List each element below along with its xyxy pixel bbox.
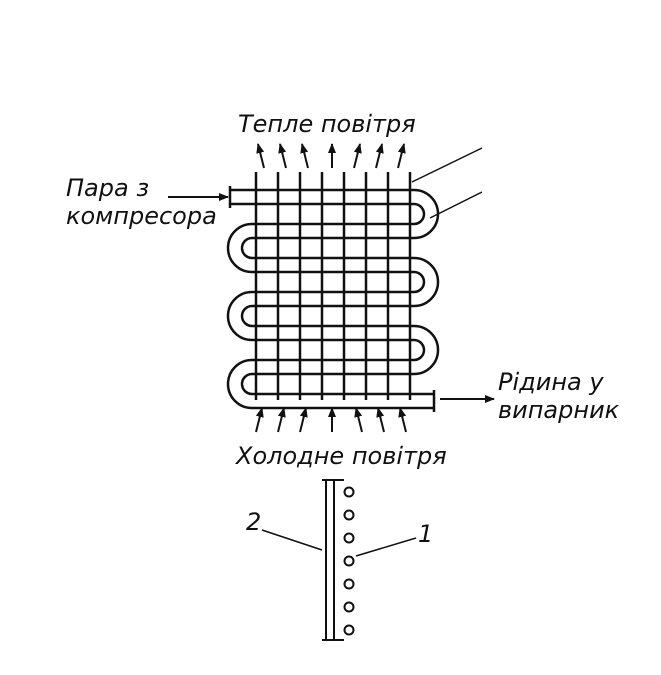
tube-section [343,532,355,544]
side-view: 2 1 [246,479,433,641]
warm-air-label: Тепле повітря [238,110,416,138]
warm-air-arrow [397,143,406,169]
callout-1-leader [355,537,417,557]
liquid-label-line1: Рідина у [498,368,604,396]
cold-air-arrow [398,407,407,433]
warm-air-arrow [300,143,309,169]
cold-air-arrow [255,407,264,433]
cold-air-arrow [354,407,363,433]
liquid-label-line2: випарник [498,396,620,424]
vapor-label-line2: компресора [66,202,217,230]
callout-1: 1 [418,520,433,548]
warm-air-arrow [278,143,287,169]
tube-section [343,555,355,567]
cold-air-label: Холодне повітря [234,442,447,470]
tube-section [343,486,355,498]
tube-section [343,509,355,521]
cold-air-arrow [376,407,385,433]
warm-air-arrow [375,143,384,169]
warm-air-arrow [353,143,362,169]
vapor-label-line1: Пара з [66,174,149,202]
cooling-fins [254,172,412,400]
leader-lines [411,147,483,219]
tube-sections [343,486,355,636]
warm-air-arrow [256,143,265,169]
serpentine-tube [226,186,440,412]
tube-section [343,601,355,613]
cold-air-arrow [299,407,308,433]
cold-air-arrows [255,407,407,433]
tube-section [343,578,355,590]
callout-2-leader [261,529,323,551]
warm-air-arrows [256,143,406,169]
cold-air-arrow [277,407,286,433]
callout-2: 2 [246,508,261,536]
tube-section [343,624,355,636]
